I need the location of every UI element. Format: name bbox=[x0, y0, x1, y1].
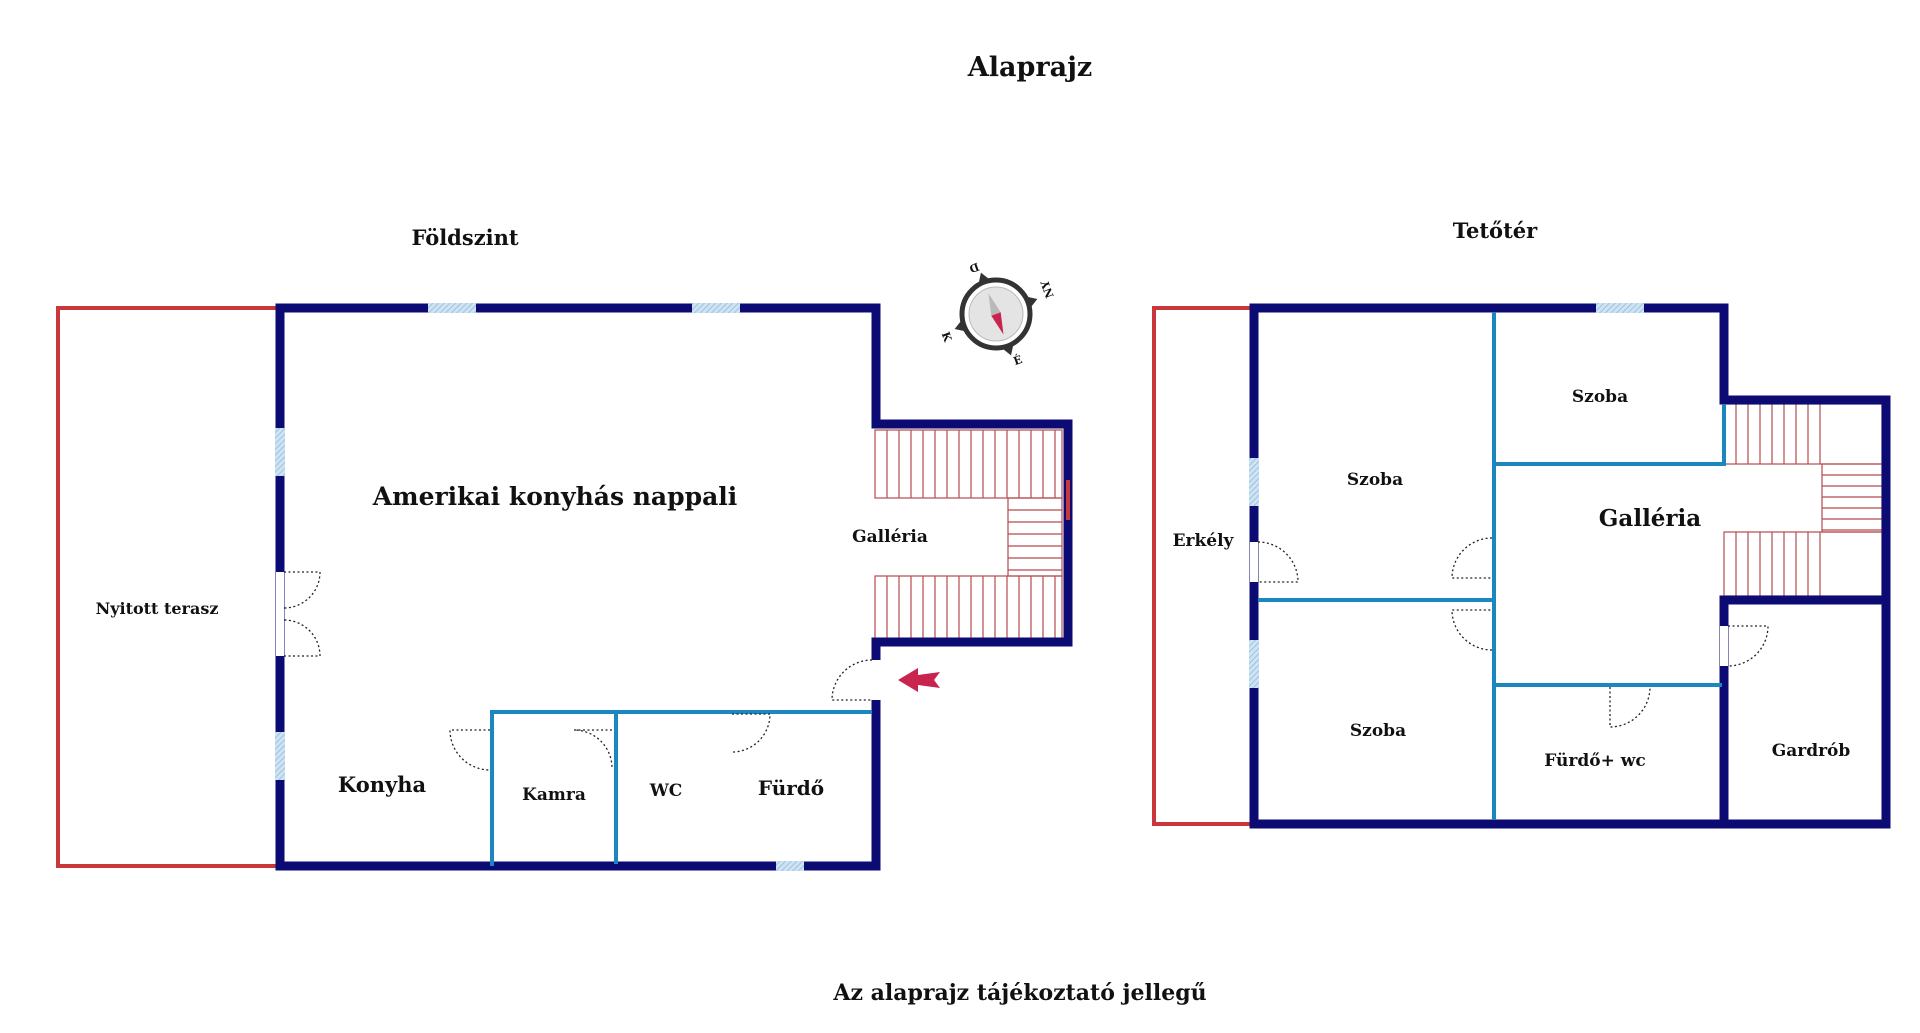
disclaimer-text: Az alaprajz tájékoztató jellegű bbox=[832, 980, 1206, 1006]
room-label-room-top-right: Szoba bbox=[1572, 387, 1628, 407]
ground-stair-treads bbox=[886, 430, 1062, 640]
attic-inner-wall bbox=[1494, 404, 1726, 466]
attic-floor-plan: Erkély Szoba Szoba Galléria Szoba Fürdő+… bbox=[1152, 303, 1891, 829]
compass-letter-d: D bbox=[967, 260, 981, 276]
room-label-wc: WC bbox=[649, 781, 683, 801]
compass-letter-k: K bbox=[939, 330, 955, 344]
window bbox=[275, 428, 285, 476]
room-label-living: Amerikai konyhás nappali bbox=[372, 482, 738, 511]
compass-letter-e: É bbox=[1011, 352, 1024, 368]
ground-floor-heading: Földszint bbox=[411, 225, 518, 250]
compass-letter-ny: NY bbox=[1038, 278, 1056, 299]
compass-icon: D NY É K bbox=[939, 260, 1057, 368]
attic-stair-treads bbox=[1735, 404, 1882, 596]
door-icon bbox=[1609, 686, 1651, 728]
room-label-terrace: Nyitott terasz bbox=[96, 599, 219, 618]
room-label-pantry: Kamra bbox=[522, 785, 586, 805]
window bbox=[1596, 303, 1644, 313]
attic-outer-wall bbox=[1249, 303, 1891, 829]
room-label-room-top-left: Szoba bbox=[1347, 470, 1403, 490]
terrace-outline bbox=[56, 306, 282, 868]
room-label-room-bottom-left: Szoba bbox=[1350, 721, 1406, 741]
ground-outer-wall bbox=[275, 303, 1073, 871]
door-icon bbox=[573, 729, 613, 769]
room-label-balcony: Erkély bbox=[1173, 531, 1235, 551]
room-label-bath-wc: Fürdő+ wc bbox=[1544, 751, 1645, 771]
attic-floor-heading: Tetőtér bbox=[1453, 218, 1538, 243]
window bbox=[692, 303, 740, 313]
room-label-wardrobe: Gardrób bbox=[1772, 741, 1851, 761]
terrace-double-door-icon bbox=[276, 571, 321, 657]
balcony-door-icon bbox=[1250, 541, 1299, 583]
door-icon bbox=[1451, 609, 1493, 651]
room-label-attic-gallery: Galléria bbox=[1599, 505, 1702, 532]
entrance-arrow-icon bbox=[898, 668, 940, 692]
door-icon bbox=[731, 713, 771, 753]
page-title: Alaprajz bbox=[967, 52, 1092, 83]
window bbox=[428, 303, 476, 313]
window bbox=[275, 732, 285, 780]
ground-inner-wall bbox=[490, 710, 872, 866]
room-label-gallery: Galléria bbox=[852, 527, 928, 547]
door-icon bbox=[1720, 625, 1769, 667]
window bbox=[776, 861, 804, 871]
door-icon bbox=[449, 729, 491, 771]
window bbox=[1249, 640, 1259, 688]
ground-floor-plan: D NY É K Nyitott terasz Amerikai konyhás… bbox=[56, 260, 1073, 871]
door-icon bbox=[1451, 537, 1493, 579]
balcony-outline bbox=[1152, 306, 1256, 826]
stair-exit-mark bbox=[1066, 480, 1070, 520]
room-label-bath: Fürdő bbox=[758, 776, 824, 800]
entrance-door-icon bbox=[831, 659, 881, 701]
window bbox=[1249, 458, 1259, 506]
room-label-kitchen: Konyha bbox=[338, 772, 427, 797]
